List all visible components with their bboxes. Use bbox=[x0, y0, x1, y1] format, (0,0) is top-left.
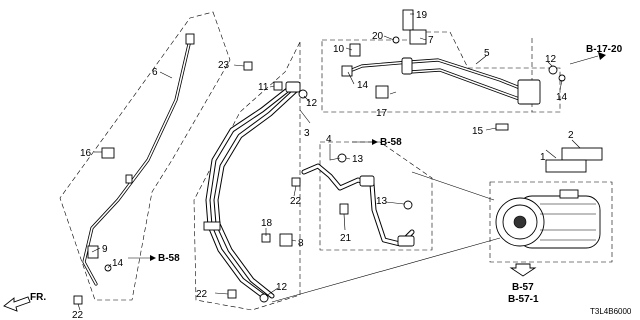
pipe-5 bbox=[350, 57, 541, 105]
valve-14 bbox=[341, 65, 353, 77]
front-label: FR. bbox=[30, 292, 46, 303]
label-1 bbox=[545, 159, 587, 173]
clip-21 bbox=[339, 203, 349, 215]
part-label-2[interactable]: 2 bbox=[568, 130, 574, 141]
hose-band bbox=[203, 221, 221, 231]
part-label-12-top[interactable]: 12 bbox=[306, 98, 318, 109]
bolt-23 bbox=[243, 61, 253, 71]
part-label-6[interactable]: 6 bbox=[152, 67, 158, 78]
oring-13-b bbox=[403, 200, 413, 210]
hose-fitting-end bbox=[397, 235, 415, 247]
part-label-17[interactable]: 17 bbox=[376, 108, 388, 119]
compressor-port bbox=[559, 189, 579, 199]
part-label-3[interactable]: 3 bbox=[304, 128, 310, 139]
part-label-14-right[interactable]: 14 bbox=[556, 92, 568, 103]
part-label-22-left[interactable]: 22 bbox=[72, 310, 84, 320]
arrow-b1720 bbox=[569, 55, 599, 65]
pipe-clamp bbox=[125, 174, 133, 184]
pipe-joint bbox=[401, 57, 413, 75]
arrow-b1720-head bbox=[598, 52, 606, 60]
arrow-b58-left-head bbox=[150, 255, 156, 261]
small-parts bbox=[73, 9, 603, 305]
arrow-b58-top-head bbox=[372, 139, 378, 145]
part-label-23[interactable]: 23 bbox=[218, 60, 230, 71]
part-label-18[interactable]: 18 bbox=[261, 218, 273, 229]
part-label-20[interactable]: 20 bbox=[372, 31, 384, 42]
ref-b58-top[interactable]: B-58 bbox=[380, 137, 402, 148]
part-label-7[interactable]: 7 bbox=[428, 35, 434, 46]
hose-3 bbox=[203, 81, 301, 301]
compressor bbox=[495, 189, 601, 249]
leader-lines bbox=[77, 13, 581, 311]
diagram-code: T3L4B6000 bbox=[590, 307, 632, 316]
part-label-1[interactable]: 1 bbox=[540, 152, 546, 163]
fitting-17 bbox=[375, 85, 389, 99]
bracket-7 bbox=[409, 29, 427, 45]
part-label-11[interactable]: 11 bbox=[258, 82, 269, 93]
front-arrow-icon bbox=[3, 296, 31, 312]
switch-9 bbox=[87, 245, 99, 259]
bracket-19 bbox=[402, 9, 414, 31]
sensor-16 bbox=[101, 147, 115, 159]
bolt-22-left bbox=[73, 295, 83, 305]
part-label-8[interactable]: 8 bbox=[298, 238, 304, 249]
part-label-10[interactable]: 10 bbox=[333, 44, 345, 55]
part-label-13-b[interactable]: 13 bbox=[376, 196, 388, 207]
arrow-b57 bbox=[509, 263, 537, 277]
pipe-fitting-top bbox=[185, 33, 195, 45]
sensor-8 bbox=[279, 233, 293, 247]
part-label-9[interactable]: 9 bbox=[102, 244, 108, 255]
part-label-19[interactable]: 19 bbox=[416, 10, 428, 21]
ref-b1720[interactable]: B-17-20 bbox=[586, 44, 623, 55]
reference-arrows bbox=[128, 52, 606, 277]
part-label-22-bottom[interactable]: 22 bbox=[196, 289, 208, 300]
part-label-12-bottom[interactable]: 12 bbox=[276, 282, 288, 293]
oring-11 bbox=[273, 81, 283, 91]
part-number-labels: 1 2 3 4 5 6 7 8 9 10 11 12 12 12 13 13 1… bbox=[72, 10, 574, 320]
part-label-12-right[interactable]: 12 bbox=[545, 54, 557, 65]
hose-fitting-top bbox=[285, 81, 301, 93]
pipe-6 bbox=[82, 33, 195, 286]
oring-12-top bbox=[298, 89, 308, 99]
part-label-14-left[interactable]: 14 bbox=[112, 258, 124, 269]
label-2 bbox=[561, 147, 603, 161]
bolt-22-bottom bbox=[227, 289, 237, 299]
part-label-22-mid[interactable]: 22 bbox=[290, 196, 302, 207]
cap-10 bbox=[349, 43, 361, 57]
ref-b57[interactable]: B-57 bbox=[512, 282, 534, 293]
ref-b58-left[interactable]: B-58 bbox=[158, 253, 180, 264]
bolt-15 bbox=[495, 123, 509, 131]
part-label-13-a[interactable]: 13 bbox=[352, 154, 364, 165]
part-label-4[interactable]: 4 bbox=[326, 134, 332, 145]
bolt-22-mid bbox=[291, 177, 301, 187]
reference-labels: B-17-20 B-58 B-58 B-57 B-57-1 bbox=[158, 44, 623, 305]
front-arrow[interactable]: FR. bbox=[3, 292, 46, 312]
part-label-14-top[interactable]: 14 bbox=[357, 80, 369, 91]
pipe-block bbox=[517, 79, 541, 105]
bolt-20 bbox=[392, 36, 400, 44]
hose-4 bbox=[301, 163, 415, 247]
part-label-21[interactable]: 21 bbox=[340, 233, 352, 244]
hose-fitting-mid bbox=[359, 175, 375, 187]
part-label-5[interactable]: 5 bbox=[484, 48, 490, 59]
oring-12-right bbox=[548, 65, 558, 75]
part-label-16[interactable]: 16 bbox=[80, 148, 92, 159]
ref-b571[interactable]: B-57-1 bbox=[508, 294, 539, 305]
part-label-15[interactable]: 15 bbox=[472, 126, 484, 137]
